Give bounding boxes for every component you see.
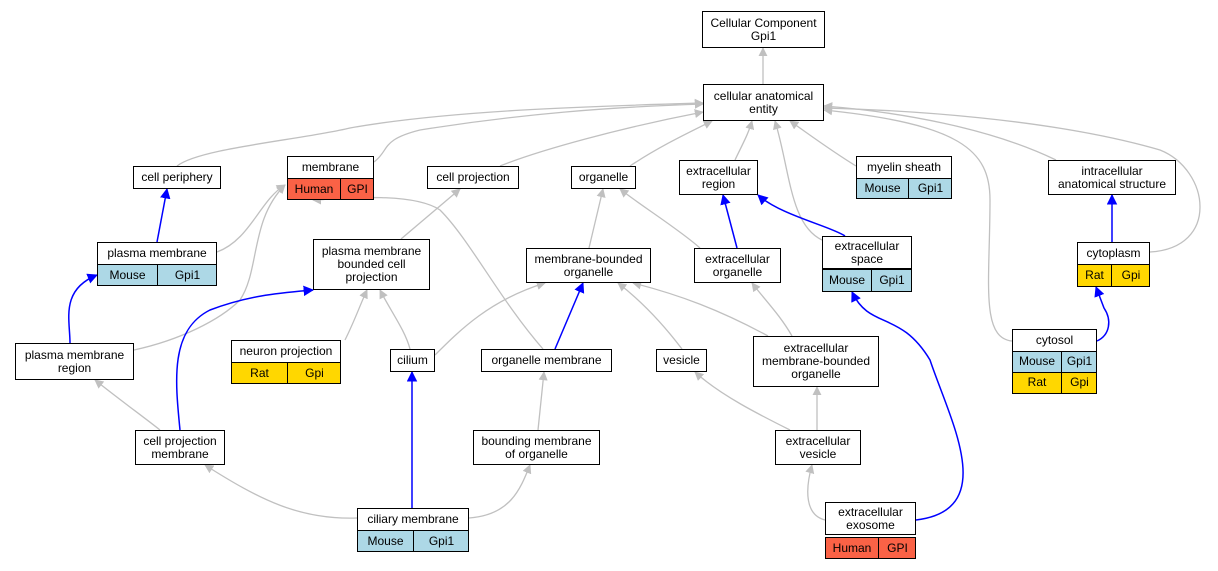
- species-label: Mouse: [1018, 354, 1056, 368]
- edge-mbo-to-organelle: [588, 188, 606, 249]
- gene-symbol: Gpi1: [157, 265, 217, 285]
- node-cytoplasm[interactable]: cytoplasm: [1077, 242, 1150, 265]
- edge-cytoplasm-to-cae: [823, 103, 1201, 253]
- edge-ecmbo-to-mbo: [632, 280, 769, 337]
- edge-pmbcp-to-cellproj: [400, 188, 461, 240]
- node-neuronproj[interactable]: neuron projection: [231, 340, 341, 363]
- edge-ecorg-to-organelle: [619, 188, 701, 249]
- annotation-cytoplasm-rat-row: Rat Gpi: [1077, 264, 1150, 287]
- node-periphery[interactable]: cell periphery: [133, 166, 221, 189]
- gene-symbol: GPI: [340, 179, 374, 199]
- node-pmbcp[interactable]: plasma membrane bounded cell projection: [313, 239, 430, 290]
- edge-ecves-to-vesicle: [694, 371, 791, 431]
- gene-symbol: Gpi: [1111, 265, 1150, 286]
- edge-membrane-to-cae: [373, 99, 704, 163]
- edge-bmo-to-orgmem: [537, 371, 548, 431]
- species-label: Rat: [1085, 268, 1104, 282]
- edge-vesicle-to-mbo: [617, 282, 683, 350]
- edge-ecspace-to-ecregion: [757, 194, 846, 237]
- annotation-ecspace-mouse-row: Mouse Gpi1: [822, 269, 912, 292]
- edge-ecmbo-to-ecorg: [751, 282, 793, 337]
- gene-symbol: Gpi1: [413, 531, 469, 551]
- node-cytosol[interactable]: cytosol: [1012, 329, 1097, 352]
- edge-cilium-to-mbo: [434, 281, 546, 356]
- annotation-neuronproj-rat-row: Rat Gpi: [231, 362, 341, 384]
- species-label: Mouse: [864, 181, 901, 195]
- edge-myelin-to-cae: [789, 120, 857, 167]
- edge-neuronproj-to-pmbcp: [344, 289, 368, 341]
- edge-periphery-to-cae: [176, 98, 704, 167]
- gene-symbol: Gpi: [1061, 372, 1097, 393]
- node-myelin[interactable]: myelin sheath: [856, 156, 952, 179]
- edge-cytosol-to-cae: [823, 106, 1013, 342]
- species-label: Mouse: [109, 268, 146, 282]
- annotation-cytosol-ann-row: Rat Gpi: [1012, 372, 1097, 394]
- edge-cellproj-to-cae: [499, 109, 704, 167]
- gene-symbol: Gpi1: [908, 179, 952, 198]
- annotation-membrane-human-row: Human GPI: [287, 178, 374, 200]
- node-organelle[interactable]: organelle: [571, 166, 636, 189]
- node-pm[interactable]: plasma membrane: [97, 242, 217, 265]
- node-orgmem[interactable]: organelle membrane: [481, 349, 612, 372]
- node-ecorg[interactable]: extracellular organelle: [694, 248, 781, 283]
- edge-exosome-to-ecspace: [851, 291, 964, 521]
- node-ciliarymem[interactable]: ciliary membrane: [357, 508, 469, 531]
- gene-symbol: GPI: [878, 538, 916, 558]
- annotation-exosome-human-row: Human GPI: [825, 537, 916, 559]
- gene-symbol: Gpi1: [871, 270, 912, 291]
- annotation-myelin-mouse-row: Mouse Gpi1: [856, 178, 952, 199]
- edge-pmr-to-pm: [68, 273, 98, 344]
- annotation-pm-mouse-row: Mouse Gpi1: [97, 264, 217, 286]
- edge-ciliarymem-to-cpm: [204, 464, 358, 519]
- node-ecves[interactable]: extracellular vesicle: [775, 430, 861, 465]
- gene-symbol: Gpi: [287, 363, 341, 383]
- species-label: Mouse: [828, 273, 866, 287]
- edge-exosome-to-ecves: [805, 464, 826, 521]
- node-cc[interactable]: Cellular Component Gpi1: [702, 11, 825, 48]
- node-cellproj[interactable]: cell projection: [427, 166, 519, 189]
- edge-cilium-to-pmbcp: [379, 289, 411, 350]
- species-label: Mouse: [367, 534, 404, 548]
- edge-cytosol-to-cytoplasm: [1094, 286, 1110, 342]
- edge-pm-to-membrane: [216, 184, 286, 253]
- edge-orgmem-to-mbo: [554, 282, 585, 350]
- species-label: Human: [832, 541, 872, 555]
- node-pmr[interactable]: plasma membrane region: [15, 343, 134, 380]
- edge-ecspace-to-cae: [773, 120, 823, 241]
- edge-ecorg-to-ecregion: [720, 193, 738, 249]
- node-membrane[interactable]: membrane: [287, 156, 374, 179]
- node-cilium[interactable]: cilium: [390, 349, 435, 372]
- species-label: Human: [294, 182, 334, 196]
- gene-symbol: Gpi1: [1061, 352, 1097, 372]
- edge-cpm-to-pmbcp: [175, 285, 315, 431]
- edge-ciliarymem-to-bmo: [468, 464, 532, 519]
- node-mbo[interactable]: membrane-bounded organelle: [526, 248, 651, 283]
- node-ias[interactable]: intracellular anatomical structure: [1048, 160, 1176, 195]
- node-ecspace[interactable]: extracellular space: [822, 236, 912, 269]
- edge-pm-to-periphery: [156, 187, 171, 243]
- annotation-ciliarymem-mouse-row: Mouse Gpi1: [357, 530, 469, 552]
- edge-ecregion-to-cae: [734, 120, 755, 161]
- node-ecmbo[interactable]: extracellular membrane-bounded organelle: [753, 336, 879, 387]
- species-label: Rat: [1027, 374, 1047, 389]
- node-cae[interactable]: cellular anatomical entity: [703, 84, 824, 121]
- node-ecregion[interactable]: extracellular region: [679, 160, 758, 195]
- node-vesicle[interactable]: vesicle: [656, 349, 707, 372]
- annotation-cytosol-ann-row: Mouse Gpi1: [1012, 351, 1097, 373]
- node-cpm[interactable]: cell projection membrane: [135, 430, 225, 465]
- edge-organelle-to-cae: [629, 120, 713, 167]
- node-exosome[interactable]: extracellular exosome: [825, 502, 916, 535]
- node-bmo[interactable]: bounding membrane of organelle: [473, 430, 600, 465]
- edge-cpm-to-pmr: [94, 379, 161, 431]
- species-label: Rat: [250, 366, 269, 380]
